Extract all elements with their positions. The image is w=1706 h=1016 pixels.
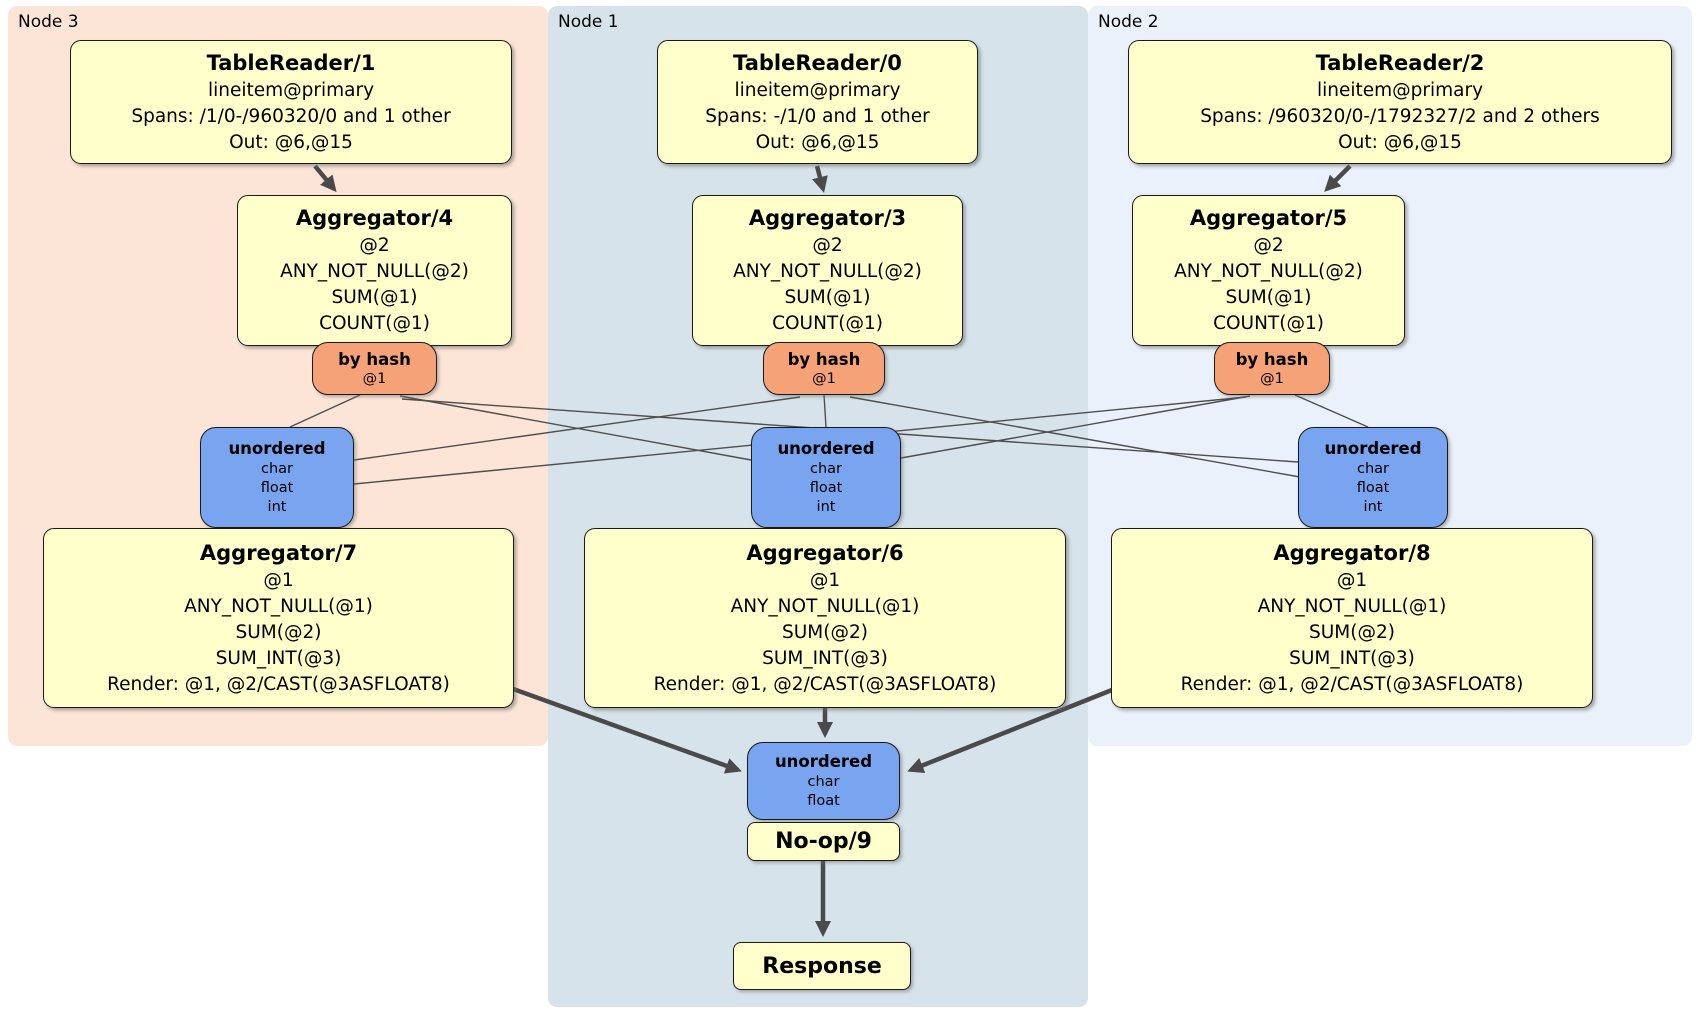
aggregator-4-fn2: SUM(@1) [331,287,418,308]
node3-label: Node 3 [18,12,79,32]
unordered-sync-node2-type-int: int [1363,499,1383,515]
aggregator-4-group: @2 [359,235,390,256]
aggregator-7-group: @1 [263,569,294,591]
aggregator-7-title: Aggregator/7 [199,540,358,565]
by-hash-router-node2: by hash @1 [1214,342,1330,395]
aggregator-4-title: Aggregator/4 [295,206,454,230]
aggregator-7-render: Render: @1, @2/CAST(@3ASFLOAT8) [107,673,450,695]
tablereader-1-box: TableReader/1 lineitem@primary Spans: /1… [70,40,512,164]
aggregator-3-box: Aggregator/3 @2 ANY_NOT_NULL(@2) SUM(@1)… [692,195,963,346]
unordered-sync-final-label: unordered [774,752,873,771]
unordered-sync-node1-type-float: float [809,480,843,496]
tablereader-0-box: TableReader/0 lineitem@primary Spans: -/… [657,40,978,164]
tablereader-1-title: TableReader/1 [206,50,376,75]
aggregator-6-fn2: SUM(@2) [782,621,868,643]
aggregator-6-fn1: ANY_NOT_NULL(@1) [730,595,920,617]
aggregator-7-box: Aggregator/7 @1 ANY_NOT_NULL(@1) SUM(@2)… [43,528,514,708]
aggregator-7-fn1: ANY_NOT_NULL(@1) [184,595,373,617]
tablereader-0-spans: Spans: -/1/0 and 1 other [705,105,930,127]
aggregator-5-fn3: COUNT(@1) [1213,313,1324,334]
noop-title: No-op/9 [775,829,872,854]
tablereader-0-out: Out: @6,@15 [755,131,880,153]
aggregator-6-title: Aggregator/6 [746,540,904,565]
aggregator-3-fn3: COUNT(@1) [772,313,883,334]
aggregator-6-box: Aggregator/6 @1 ANY_NOT_NULL(@1) SUM(@2)… [584,528,1066,708]
unordered-sync-node3-type-float: float [260,480,294,496]
unordered-sync-node1-type-int: int [816,499,836,515]
response-box: Response [733,942,911,990]
aggregator-6-render: Render: @1, @2/CAST(@3ASFLOAT8) [653,673,997,695]
aggregator-8-box: Aggregator/8 @1 ANY_NOT_NULL(@1) SUM(@2)… [1111,528,1593,708]
by-hash-router-node3-label: by hash [338,350,411,369]
by-hash-router-node1: by hash @1 [763,342,885,395]
aggregator-5-group: @2 [1253,235,1284,256]
unordered-sync-node2-type-char: char [1356,461,1389,477]
aggregator-3-group: @2 [812,235,843,256]
unordered-sync-node3-type-char: char [260,461,293,477]
tablereader-2-title: TableReader/2 [1315,50,1485,75]
unordered-sync-node1-label: unordered [777,439,875,458]
aggregator-4-box: Aggregator/4 @2 ANY_NOT_NULL(@2) SUM(@1)… [237,195,512,346]
aggregator-4-fn3: COUNT(@1) [319,313,430,334]
unordered-sync-final-type-float: float [807,793,840,809]
tablereader-1-index: lineitem@primary [207,79,375,101]
tablereader-0-title: TableReader/0 [733,50,902,75]
by-hash-router-node3-key: @1 [362,371,387,387]
unordered-sync-node3-type-int: int [267,499,287,515]
tablereader-1-spans: Spans: /1/0-/960320/0 and 1 other [131,105,451,127]
aggregator-8-title: Aggregator/8 [1273,540,1431,565]
unordered-sync-node1-type-char: char [809,461,842,477]
unordered-sync-final: unordered char float [747,742,900,820]
aggregator-5-box: Aggregator/5 @2 ANY_NOT_NULL(@2) SUM(@1)… [1132,195,1405,346]
by-hash-router-node3: by hash @1 [312,342,437,395]
response-title: Response [762,953,882,979]
by-hash-router-node2-label: by hash [1235,350,1309,369]
aggregator-8-fn3: SUM_INT(@3) [1289,647,1415,669]
tablereader-0-index: lineitem@primary [734,79,901,101]
by-hash-router-node2-key: @1 [1260,371,1284,387]
tablereader-2-index: lineitem@primary [1316,79,1484,101]
aggregator-5-fn2: SUM(@1) [1225,287,1312,308]
aggregator-3-fn1: ANY_NOT_NULL(@2) [733,261,922,282]
tablereader-2-out: Out: @6,@15 [1338,131,1462,153]
tablereader-2-spans: Spans: /960320/0-/1792327/2 and 2 others [1200,105,1600,127]
node1-label: Node 1 [558,12,619,32]
by-hash-router-node1-label: by hash [787,350,861,369]
unordered-sync-node2-type-float: float [1356,480,1390,496]
aggregator-3-title: Aggregator/3 [748,206,907,230]
aggregator-3-fn2: SUM(@1) [784,287,871,308]
aggregator-8-fn2: SUM(@2) [1309,621,1395,643]
unordered-sync-final-type-char: char [807,774,840,790]
aggregator-6-group: @1 [809,569,841,591]
aggregator-4-fn1: ANY_NOT_NULL(@2) [280,261,469,282]
node2-label: Node 2 [1098,12,1159,32]
unordered-sync-node1: unordered char float int [751,427,901,528]
aggregator-7-fn2: SUM(@2) [235,621,322,643]
unordered-sync-node3: unordered char float int [200,427,354,528]
unordered-sync-node2-label: unordered [1324,439,1422,458]
noop-box: No-op/9 [747,822,900,861]
unordered-sync-node2: unordered char float int [1298,427,1448,528]
tablereader-1-out: Out: @6,@15 [229,131,353,153]
aggregator-8-fn1: ANY_NOT_NULL(@1) [1257,595,1447,617]
aggregator-6-fn3: SUM_INT(@3) [762,647,888,669]
aggregator-7-fn3: SUM_INT(@3) [215,647,342,669]
aggregator-8-render: Render: @1, @2/CAST(@3ASFLOAT8) [1180,673,1524,695]
unordered-sync-node3-label: unordered [228,439,326,458]
aggregator-5-fn1: ANY_NOT_NULL(@2) [1174,261,1363,282]
by-hash-router-node1-key: @1 [812,371,836,387]
tablereader-2-box: TableReader/2 lineitem@primary Spans: /9… [1128,40,1672,164]
aggregator-8-group: @1 [1336,569,1368,591]
aggregator-5-title: Aggregator/5 [1189,206,1348,230]
